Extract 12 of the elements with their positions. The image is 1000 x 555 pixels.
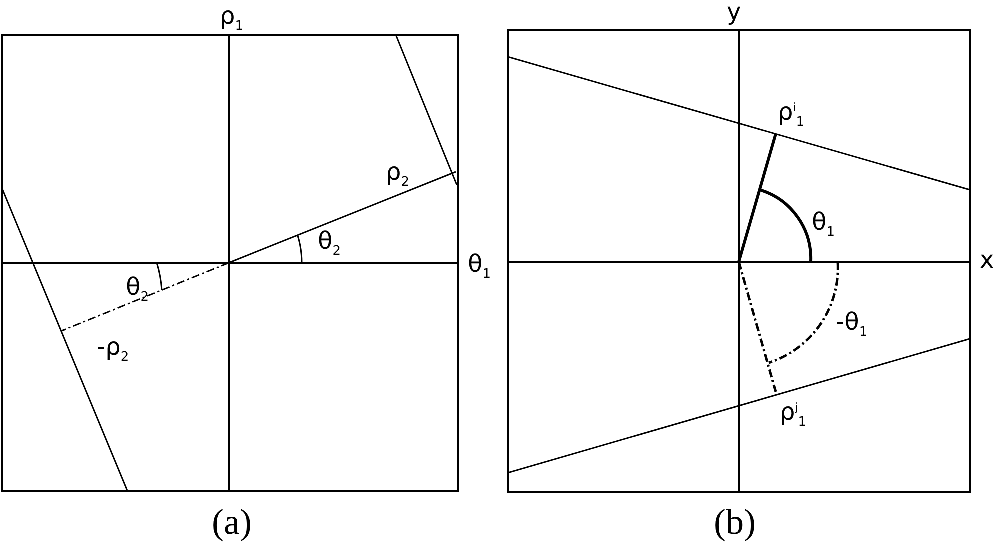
axis-label: y [727, 0, 742, 24]
length-label: -ρ$_{2}$ [97, 335, 130, 364]
panel-label: (a) [212, 504, 252, 540]
angle-label: θ$_{2}$ [126, 275, 149, 304]
axis-label: ρ$_{1}$ [220, 4, 244, 33]
angle-label: θ$_{1}$ [812, 210, 835, 239]
panel-label: (b) [714, 504, 756, 540]
axis-label: θ$_{1}$ [468, 252, 491, 281]
angle-label: θ$_{2}$ [318, 229, 341, 258]
angle-label: -θ$_{1}$ [836, 310, 868, 339]
length-label: ρ$_{2}$ [386, 160, 410, 189]
axis-label: x [980, 248, 994, 272]
